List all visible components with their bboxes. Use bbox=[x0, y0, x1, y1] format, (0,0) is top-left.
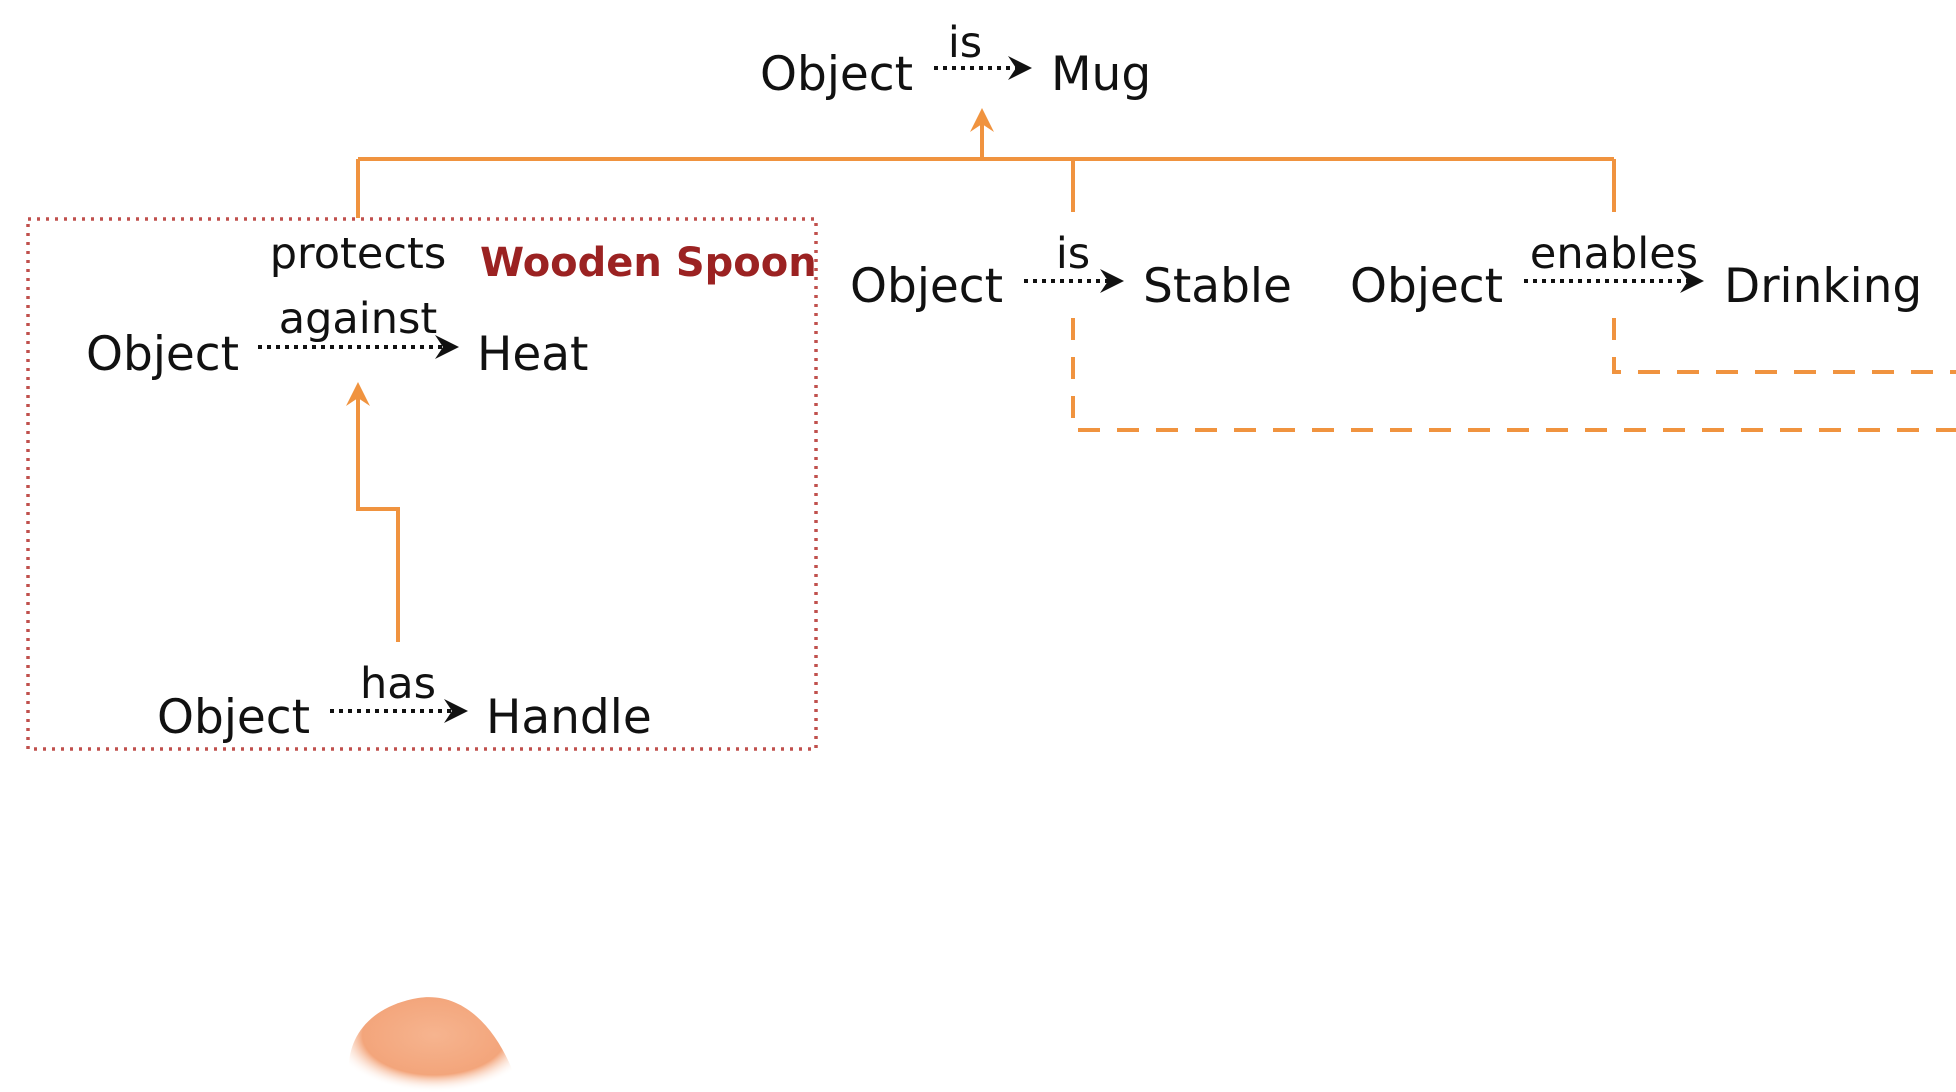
triple-object-is-mug: Object is Mug bbox=[760, 18, 1151, 102]
triple-object-enables-drinking: enables Object Drinking bbox=[1350, 229, 1922, 314]
dashed-connectors bbox=[1071, 318, 1956, 432]
top-object: Mug bbox=[1051, 47, 1151, 102]
protects-subject: Object bbox=[86, 327, 239, 382]
top-subject: Object bbox=[760, 47, 913, 102]
dashed-connector-drinking bbox=[1612, 318, 1956, 374]
drinking-subject: Object bbox=[1350, 259, 1503, 314]
connector-handle-to-heat bbox=[346, 382, 400, 642]
stable-subject: Object bbox=[850, 259, 1003, 314]
protects-relation-line2: against bbox=[279, 294, 437, 344]
has-object: Handle bbox=[486, 690, 652, 745]
stable-object: Stable bbox=[1143, 259, 1292, 314]
drinking-object: Drinking bbox=[1724, 259, 1922, 314]
protects-object: Heat bbox=[477, 327, 589, 382]
drinking-relation: enables bbox=[1530, 229, 1698, 279]
has-relation: has bbox=[360, 659, 436, 709]
group-label: Wooden Spoon bbox=[480, 240, 817, 286]
triple-object-protects-against-heat: protects against Object Heat bbox=[86, 229, 589, 382]
triple-object-is-stable: is Object Stable bbox=[850, 229, 1292, 314]
wooden-spoon-group-frame bbox=[26, 217, 818, 751]
dashed-connector-stable bbox=[1071, 318, 1956, 432]
top-relation: is bbox=[948, 18, 982, 68]
protects-relation-line1: protects bbox=[270, 229, 447, 279]
stable-relation: is bbox=[1056, 229, 1090, 279]
has-subject: Object bbox=[157, 690, 310, 745]
fingertip-pointer bbox=[348, 997, 520, 1092]
triple-object-has-handle: has Object Handle bbox=[157, 659, 652, 745]
tree-connectors bbox=[346, 108, 1616, 642]
